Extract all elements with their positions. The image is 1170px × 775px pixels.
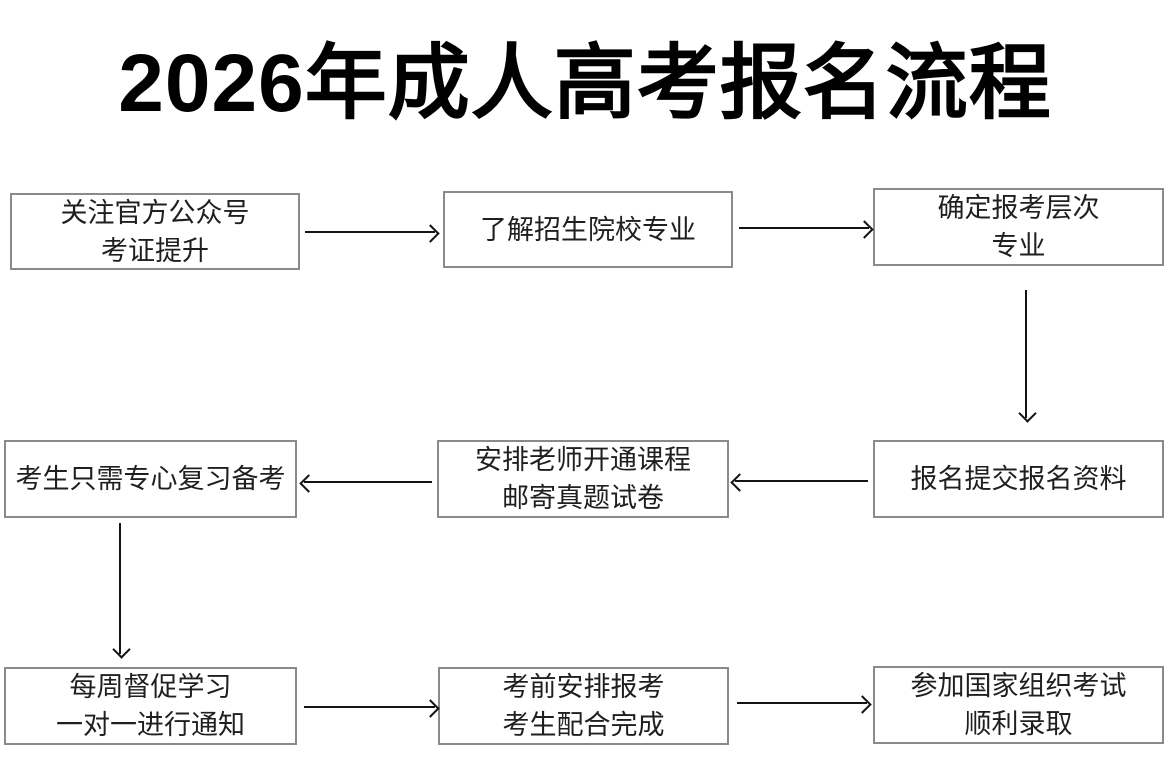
flow-node-step-5-line2: 邮寄真题试卷: [502, 483, 664, 513]
flow-node-step-9: 参加国家组织考试 顺利录取: [873, 666, 1164, 744]
arrow-right-icon-step7-step8: [304, 706, 435, 708]
arrow-right-icon-step8-step9: [737, 702, 867, 704]
flow-node-step-9-line1: 参加国家组织考试: [910, 671, 1127, 701]
flow-node-step-6-line1: 考生只需专心复习备考: [15, 464, 286, 494]
flow-node-step-2: 了解招生院校专业: [443, 191, 733, 268]
flow-node-step-3-line1: 确定报考层次: [937, 193, 1100, 223]
arrow-right-icon-step2-step3: [739, 227, 869, 229]
flow-node-step-7-line2: 一对一进行通知: [56, 710, 245, 740]
arrow-down-icon-step3-step4: [1025, 290, 1027, 418]
arrow-left-icon-step4-step5: [735, 480, 868, 482]
flow-node-step-4: 报名提交报名资料: [873, 440, 1164, 518]
flow-node-step-3-line2: 专业: [991, 231, 1046, 261]
flow-node-step-6: 考生只需专心复习备考: [4, 440, 297, 518]
flow-node-step-7-line1: 每周督促学习: [69, 672, 232, 702]
flow-node-step-1-line2: 考证提升: [101, 235, 209, 266]
flow-node-step-2-line1: 了解招生院校专业: [480, 214, 696, 245]
arrow-left-icon-step5-step6: [304, 481, 432, 483]
flow-node-step-1-line1: 关注官方公众号: [60, 197, 250, 228]
flow-node-step-8-line2: 考生配合完成: [502, 710, 665, 740]
flow-node-step-4-line1: 报名提交报名资料: [910, 464, 1127, 494]
flow-node-step-8-line1: 考前安排报考: [502, 672, 665, 702]
flow-node-step-1: 关注官方公众号 考证提升: [10, 193, 300, 270]
arrow-down-icon-step6-step7: [119, 523, 121, 654]
flow-node-step-3: 确定报考层次 专业: [873, 188, 1164, 266]
flow-node-step-5-line1: 安排老师开通课程: [475, 445, 691, 475]
page-title: 2026年成人高考报名流程: [118, 38, 1052, 129]
arrow-right-icon-step1-step2: [305, 231, 435, 233]
flow-node-step-5: 安排老师开通课程 邮寄真题试卷: [437, 440, 729, 518]
flow-node-step-9-line2: 顺利录取: [964, 709, 1073, 739]
flow-node-step-8: 考前安排报考 考生配合完成: [438, 667, 729, 745]
flow-node-step-7: 每周督促学习 一对一进行通知: [4, 667, 297, 745]
